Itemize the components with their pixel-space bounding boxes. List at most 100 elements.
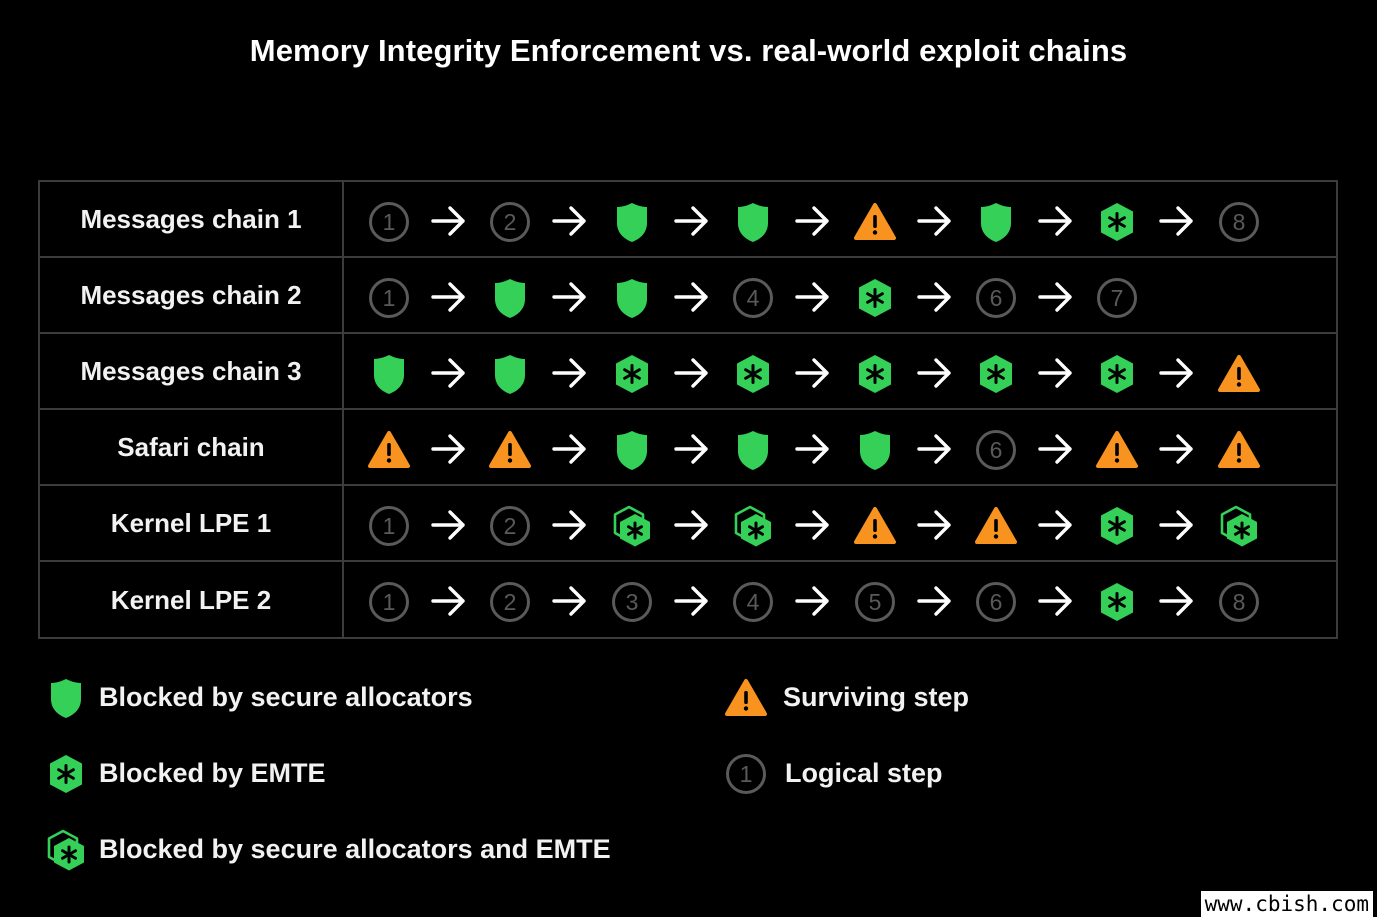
page-title: Memory Integrity Enforcement vs. real-wo… [249, 33, 1128, 68]
green-shield-asterisk-icon [858, 279, 891, 317]
numbered-circle-icon: 1 [369, 202, 409, 242]
arrow-right-icon [552, 510, 587, 540]
chain-label: Kernel LPE 1 [40, 486, 344, 560]
chain-label: Kernel LPE 2 [40, 562, 344, 638]
double-shield-asterisk-icon [734, 505, 772, 547]
arrow-right-icon [1038, 434, 1072, 464]
arrow-right-icon [552, 282, 587, 312]
arrow-right-icon [1159, 358, 1194, 388]
arrow-right-icon [916, 282, 951, 312]
numbered-circle-icon: 1 [369, 506, 409, 546]
green-shield-asterisk-icon [858, 355, 891, 393]
arrow-right-icon [916, 358, 951, 388]
chain-row: Kernel LPE 2 1 2 3 4 5 6 8 [40, 562, 1336, 638]
arrow-right-icon [674, 510, 708, 540]
green-shield-asterisk-icon [1101, 355, 1134, 393]
arrow-right-icon [795, 358, 829, 388]
numbered-circle-icon: 8 [1218, 202, 1259, 242]
chain-row: Kernel LPE 1 1 2 [40, 486, 1336, 562]
arrow-right-icon [1038, 586, 1072, 616]
numbered-circle-icon: 1 [369, 278, 409, 318]
arrow-right-icon [431, 358, 465, 388]
warning-triangle-icon [725, 679, 767, 716]
legend-label-logical: Logical step [785, 758, 943, 788]
step-number: 4 [747, 285, 760, 311]
numbered-circle-icon: 5 [854, 582, 895, 622]
double-shield-asterisk-icon [47, 829, 84, 871]
step-number: 1 [383, 209, 396, 235]
step-number: 1 [740, 761, 753, 787]
legend-label-both: Blocked by secure allocators and EMTE [99, 834, 611, 864]
arrow-right-icon [1038, 206, 1072, 236]
chain-label: Messages chain 1 [40, 182, 344, 256]
numbered-circle-icon: 2 [490, 506, 531, 546]
green-shield-asterisk-icon [1101, 583, 1134, 621]
double-shield-asterisk-icon [1220, 505, 1257, 547]
double-shield-asterisk-icon [613, 505, 650, 547]
arrow-right-icon [674, 358, 708, 388]
arrow-right-icon [916, 206, 951, 236]
arrow-right-icon [1159, 434, 1194, 464]
green-shield-icon [859, 431, 890, 470]
arrow-right-icon [552, 206, 587, 236]
step-number: 2 [504, 513, 517, 539]
green-shield-asterisk-icon [737, 355, 770, 393]
green-shield-icon [374, 355, 404, 394]
green-shield-asterisk-icon [1101, 203, 1134, 241]
numbered-circle-icon: 2 [490, 582, 531, 622]
green-shield-asterisk-icon [1101, 507, 1134, 545]
arrow-right-icon [916, 586, 951, 616]
green-shield-asterisk-icon [50, 755, 82, 793]
arrow-right-icon [552, 434, 587, 464]
numbered-circle-icon: 6 [976, 430, 1016, 470]
arrow-right-icon [431, 282, 465, 312]
arrow-right-icon [795, 510, 829, 540]
warning-triangle-icon [1217, 431, 1260, 468]
arrow-right-icon [795, 206, 829, 236]
green-shield-icon [616, 279, 647, 318]
numbered-circle-icon: 6 [976, 278, 1016, 318]
legend-label-emte: Blocked by EMTE [99, 758, 326, 788]
arrow-right-icon [674, 586, 708, 616]
step-number: 1 [383, 285, 396, 311]
chain-row: Messages chain 1 1 2 8 [40, 182, 1336, 258]
legend-label-allocator: Blocked by secure allocators [99, 682, 473, 712]
arrow-right-icon [552, 358, 587, 388]
arrow-right-icon [552, 586, 587, 616]
warning-triangle-icon [489, 431, 532, 468]
warning-triangle-icon [975, 507, 1017, 544]
arrow-right-icon [1159, 586, 1194, 616]
arrow-right-icon [1038, 282, 1072, 312]
step-number: 5 [868, 589, 881, 615]
numbered-circle-icon: 7 [1097, 278, 1138, 318]
step-number: 7 [1111, 285, 1124, 311]
numbered-circle-icon: 8 [1218, 582, 1259, 622]
green-shield-icon [738, 203, 769, 242]
arrow-right-icon [674, 282, 708, 312]
green-shield-icon [616, 431, 647, 470]
legend-label-surviving: Surviving step [783, 682, 970, 712]
arrow-right-icon [431, 434, 465, 464]
arrow-right-icon [431, 510, 465, 540]
numbered-circle-icon: 4 [733, 278, 774, 318]
step-number: 6 [990, 589, 1003, 615]
arrow-right-icon [674, 434, 708, 464]
arrow-right-icon [1038, 510, 1072, 540]
step-number: 8 [1232, 209, 1245, 235]
numbered-circle-icon: 2 [490, 202, 531, 242]
arrow-right-icon [1038, 358, 1072, 388]
green-shield-asterisk-icon [615, 355, 648, 393]
warning-triangle-icon [368, 431, 410, 468]
numbered-circle-icon: 3 [611, 582, 652, 622]
watermark: www.cbish.com [1200, 891, 1373, 917]
step-number: 1 [383, 589, 396, 615]
chain-row: Messages chain 3 [40, 334, 1336, 410]
warning-triangle-icon [1096, 431, 1139, 468]
arrow-right-icon [795, 586, 829, 616]
numbered-circle-icon: 4 [733, 582, 774, 622]
arrow-right-icon [1159, 510, 1194, 540]
green-shield-icon [51, 679, 81, 718]
chain-label: Messages chain 3 [40, 334, 344, 408]
arrow-right-icon [795, 434, 829, 464]
